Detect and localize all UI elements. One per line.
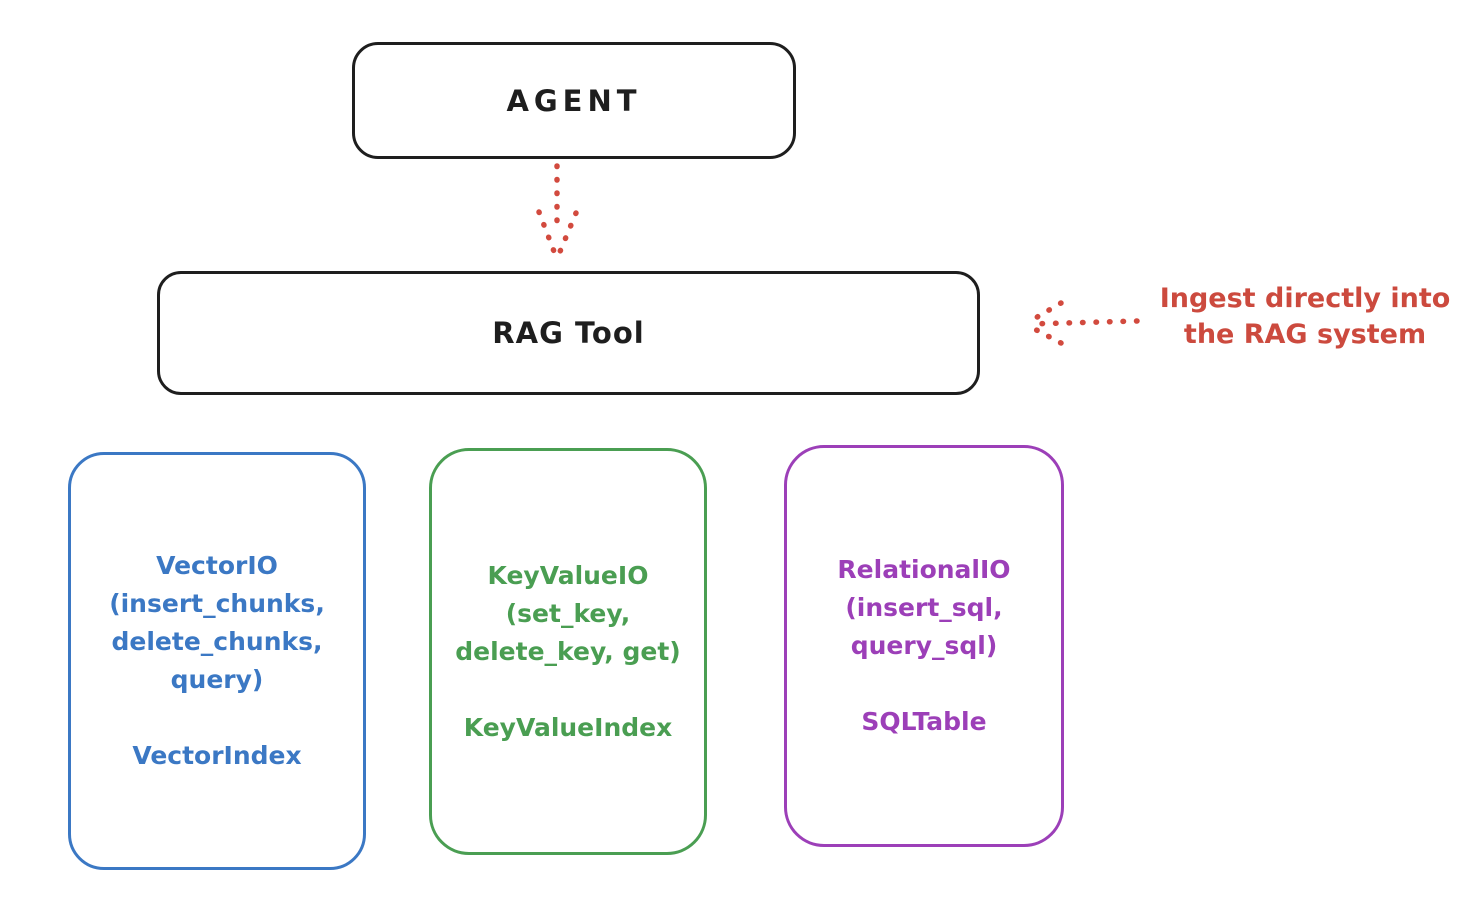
vector-io-lines: VectorIO (insert_chunks, delete_chunks, …	[109, 547, 325, 699]
agent-node: AGENT	[352, 42, 796, 159]
sql-table-label: SQLTable	[861, 707, 987, 736]
vector-io-box: VectorIO (insert_chunks, delete_chunks, …	[68, 452, 366, 870]
keyvalue-io-line: delete_key, get)	[455, 636, 681, 666]
keyvalue-io-line: KeyValueIO	[487, 560, 649, 590]
keyvalue-index-label: KeyValueIndex	[463, 712, 673, 742]
rag-tool-label: RAG Tool	[492, 316, 645, 350]
down-arrow-icon	[536, 163, 579, 257]
ingest-annotation: Ingest directly into the RAG system	[1135, 281, 1475, 353]
vector-io-line: (insert_chunks,	[109, 589, 325, 618]
relational-io-box: RelationalIO (insert_sql, query_sql) SQL…	[784, 445, 1064, 847]
vector-io-line: query)	[170, 665, 264, 694]
relational-io-line: RelationalIO	[837, 555, 1011, 584]
keyvalue-io-box: KeyValueIO (set_key, delete_key, get) Ke…	[429, 448, 707, 855]
relational-io-line: (insert_sql,	[845, 593, 1003, 622]
ingest-annotation-line1: Ingest directly into	[1159, 283, 1451, 314]
keyvalue-io-lines: KeyValueIO (set_key, delete_key, get)	[455, 557, 680, 671]
relational-io-line: query_sql)	[850, 631, 998, 660]
keyvalue-io-line: (set_key,	[505, 598, 631, 628]
ingest-annotation-line2: the RAG system	[1183, 319, 1427, 350]
vector-index-label: VectorIndex	[132, 741, 302, 770]
vector-io-line: delete_chunks,	[111, 627, 323, 656]
rag-tool-node: RAG Tool	[157, 271, 980, 395]
vector-io-line: VectorIO	[156, 551, 278, 580]
agent-label: AGENT	[506, 83, 642, 118]
relational-io-lines: RelationalIO (insert_sql, query_sql)	[837, 551, 1010, 665]
left-arrow-icon	[1024, 300, 1140, 346]
